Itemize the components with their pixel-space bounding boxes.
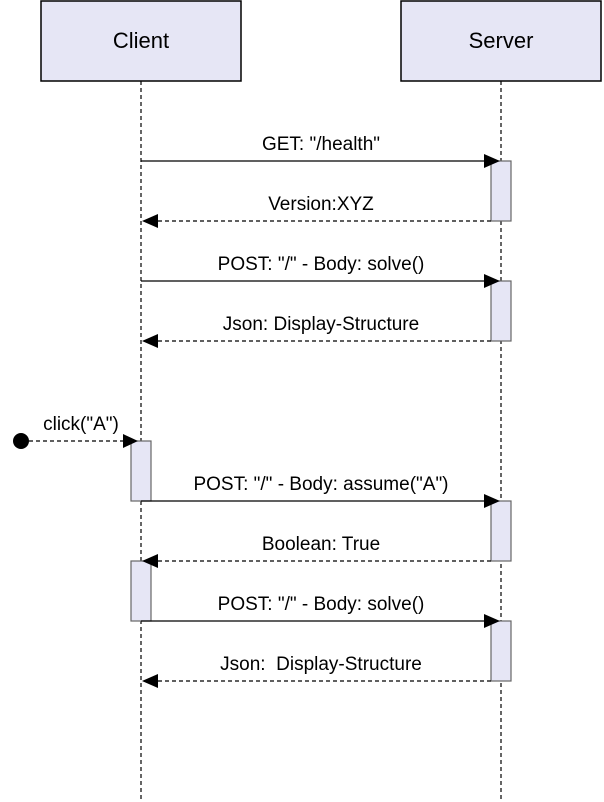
client-activation <box>130 440 152 502</box>
message-post-solve: POST: "/" - Body: solve() <box>141 254 500 288</box>
arrowhead-right-icon <box>484 154 500 168</box>
message-post-solve-2: POST: "/" - Body: solve() <box>141 594 500 628</box>
arrowhead-right-icon <box>123 434 138 448</box>
client-actor-box <box>40 0 242 82</box>
server-activation <box>490 160 512 222</box>
arrowhead-left-icon <box>142 214 158 228</box>
server-actor-label: Server <box>469 28 534 53</box>
start-dot-icon <box>13 433 29 449</box>
message-post-assume: POST: "/" - Body: assume("A") <box>141 474 500 508</box>
message-label: Boolean: True <box>262 534 380 555</box>
client-activation <box>130 560 152 622</box>
server-activation <box>490 500 512 562</box>
server-activation <box>490 280 512 342</box>
message-label: Json: Display-Structure <box>220 654 422 675</box>
message-label: Version:XYZ <box>268 194 374 215</box>
message-boolean-reply: Boolean: True <box>142 534 491 568</box>
arrowhead-left-icon <box>142 554 158 568</box>
message-label: GET: "/health" <box>262 134 380 155</box>
arrowhead-right-icon <box>484 274 500 288</box>
message-get-health: GET: "/health" <box>141 134 500 168</box>
message-click-found: click("A") <box>13 414 138 449</box>
arrowhead-left-icon <box>142 674 158 688</box>
client-actor: Client <box>40 0 242 82</box>
message-label: POST: "/" - Body: assume("A") <box>193 474 448 495</box>
server-actor: Server <box>400 0 602 82</box>
server-activation <box>490 620 512 682</box>
client-actor-label: Client <box>113 28 169 53</box>
message-json-reply-2: Json: Display-Structure <box>142 654 491 688</box>
arrowhead-right-icon <box>484 614 500 628</box>
message-label: POST: "/" - Body: solve() <box>218 594 425 615</box>
server-actor-box <box>400 0 602 82</box>
message-json-reply: Json: Display-Structure <box>142 314 491 348</box>
message-label: click("A") <box>43 414 119 435</box>
arrowhead-right-icon <box>484 494 500 508</box>
arrowhead-left-icon <box>142 334 158 348</box>
message-label: POST: "/" - Body: solve() <box>218 254 425 275</box>
message-version-reply: Version:XYZ <box>142 194 491 228</box>
message-label: Json: Display-Structure <box>223 314 419 335</box>
